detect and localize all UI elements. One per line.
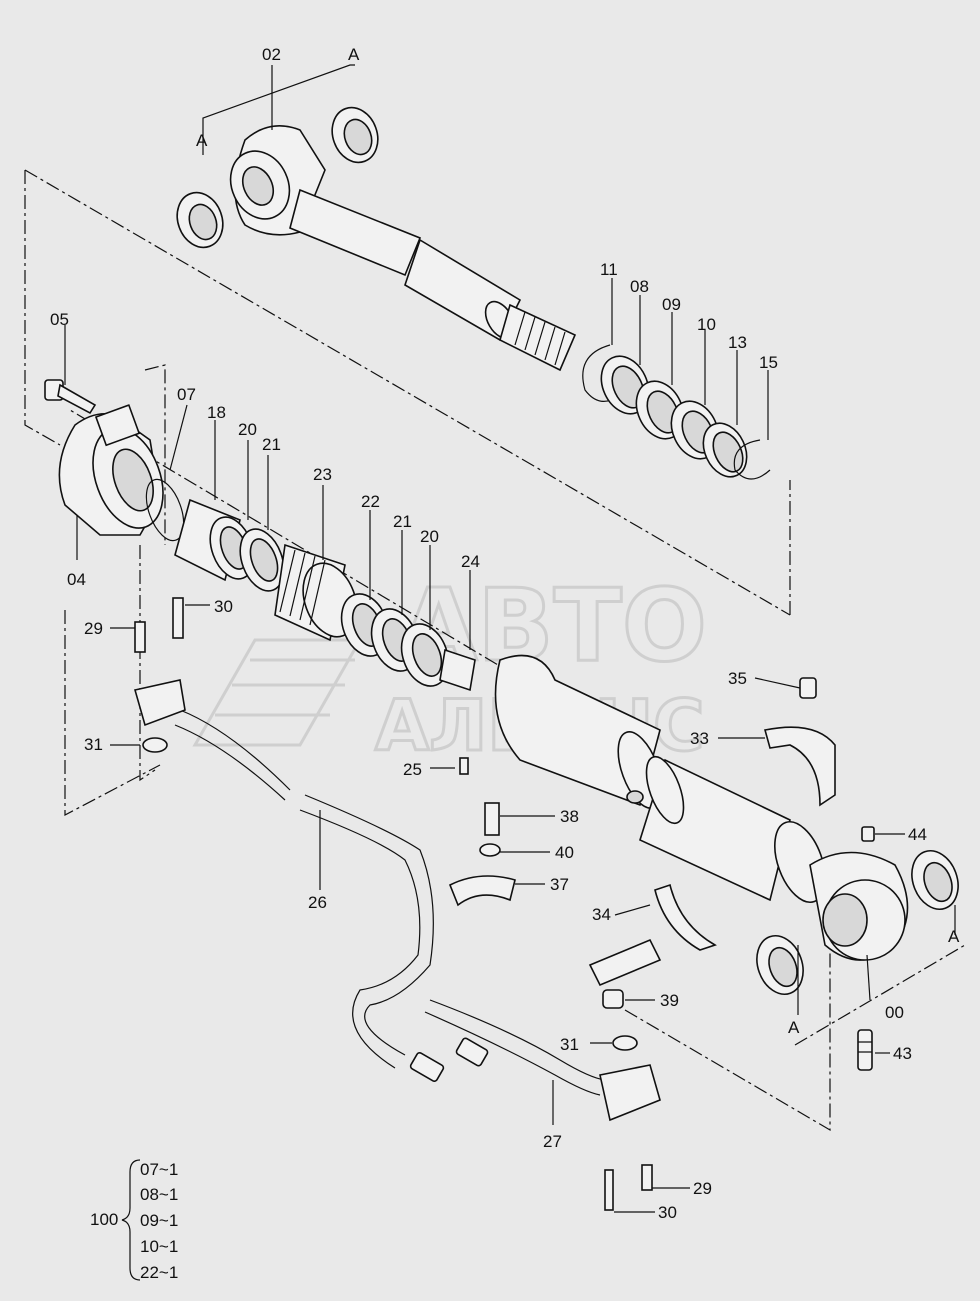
cylinder-head-04 xyxy=(58,404,164,536)
label-25: 25 xyxy=(403,760,422,779)
label-11: 11 xyxy=(600,260,618,279)
bolts-lower xyxy=(459,757,653,1211)
legend-item: 09~1 xyxy=(140,1211,178,1230)
piston-assembly xyxy=(174,498,476,692)
label-07: 07 xyxy=(177,385,196,404)
legend-item: 08~1 xyxy=(140,1185,178,1204)
label-31a: 31 xyxy=(84,735,103,754)
label-22: 22 xyxy=(361,492,380,511)
legend-item: 22~1 xyxy=(140,1263,178,1282)
label-21a: 21 xyxy=(262,435,281,454)
rod-eye-02 xyxy=(229,124,577,372)
label-08: 08 xyxy=(630,277,649,296)
label-37: 37 xyxy=(550,875,569,894)
label-20a: 20 xyxy=(238,420,257,439)
label-29b: 29 xyxy=(693,1179,712,1198)
label-02: 02 xyxy=(262,45,281,64)
legend-group-label: 100 xyxy=(90,1210,118,1229)
cylinder-tube xyxy=(494,654,909,961)
legend-brace xyxy=(121,1159,141,1281)
label-27: 27 xyxy=(543,1132,562,1151)
bushing-pair-top xyxy=(176,106,379,249)
bolt-05 xyxy=(44,379,97,415)
watermark-logo xyxy=(192,638,363,747)
label-43: 43 xyxy=(893,1044,912,1063)
label-a-top: A xyxy=(348,45,360,64)
label-10: 10 xyxy=(697,315,716,334)
label-30a: 30 xyxy=(214,597,233,616)
o-ring-31-right xyxy=(612,1035,638,1051)
clamp-37 xyxy=(448,875,516,907)
plug-44 xyxy=(861,826,875,842)
clamp-33 xyxy=(763,677,836,807)
clamp-34 xyxy=(588,883,717,1009)
seal-rings-upper xyxy=(582,344,771,480)
kit-legend: 100 07~1 08~1 09~1 10~1 22~1 xyxy=(90,1159,178,1282)
label-39: 39 xyxy=(660,991,679,1010)
o-ring-07 xyxy=(145,478,185,542)
label-a-right: A xyxy=(948,927,960,946)
label-20b: 20 xyxy=(420,527,439,546)
label-33: 33 xyxy=(690,729,709,748)
label-30b: 30 xyxy=(658,1203,677,1222)
label-40: 40 xyxy=(555,843,574,862)
part-labels: 02 A A 05 04 07 18 20 21 23 22 21 20 24 … xyxy=(50,45,960,1222)
label-a-left: A xyxy=(196,131,208,150)
washer-40 xyxy=(479,843,501,857)
label-13: 13 xyxy=(728,333,747,352)
legend-item: 10~1 xyxy=(140,1237,178,1256)
grease-fitting-43 xyxy=(857,1029,873,1071)
label-04: 04 xyxy=(67,570,86,589)
hose-26 xyxy=(174,709,445,1082)
label-a-bottom: A xyxy=(788,1018,800,1037)
legend-item: 07~1 xyxy=(140,1160,178,1179)
label-29a: 29 xyxy=(84,619,103,638)
label-09: 09 xyxy=(662,295,681,314)
label-21b: 21 xyxy=(393,512,412,531)
label-05: 05 xyxy=(50,310,69,329)
o-ring-31-left xyxy=(142,737,168,753)
leader-lines xyxy=(64,64,956,1213)
label-35: 35 xyxy=(728,669,747,688)
flange-left xyxy=(133,597,186,727)
label-15: 15 xyxy=(759,353,778,372)
label-00: 00 xyxy=(885,1003,904,1022)
label-31b: 31 xyxy=(560,1035,579,1054)
label-18: 18 xyxy=(207,403,226,422)
label-23: 23 xyxy=(313,465,332,484)
label-34: 34 xyxy=(592,905,611,924)
hose-27 xyxy=(424,999,661,1122)
label-38: 38 xyxy=(560,807,579,826)
label-24: 24 xyxy=(461,552,480,571)
bushing-pair-bottom xyxy=(756,850,959,995)
label-26: 26 xyxy=(308,893,327,912)
label-44: 44 xyxy=(908,825,927,844)
